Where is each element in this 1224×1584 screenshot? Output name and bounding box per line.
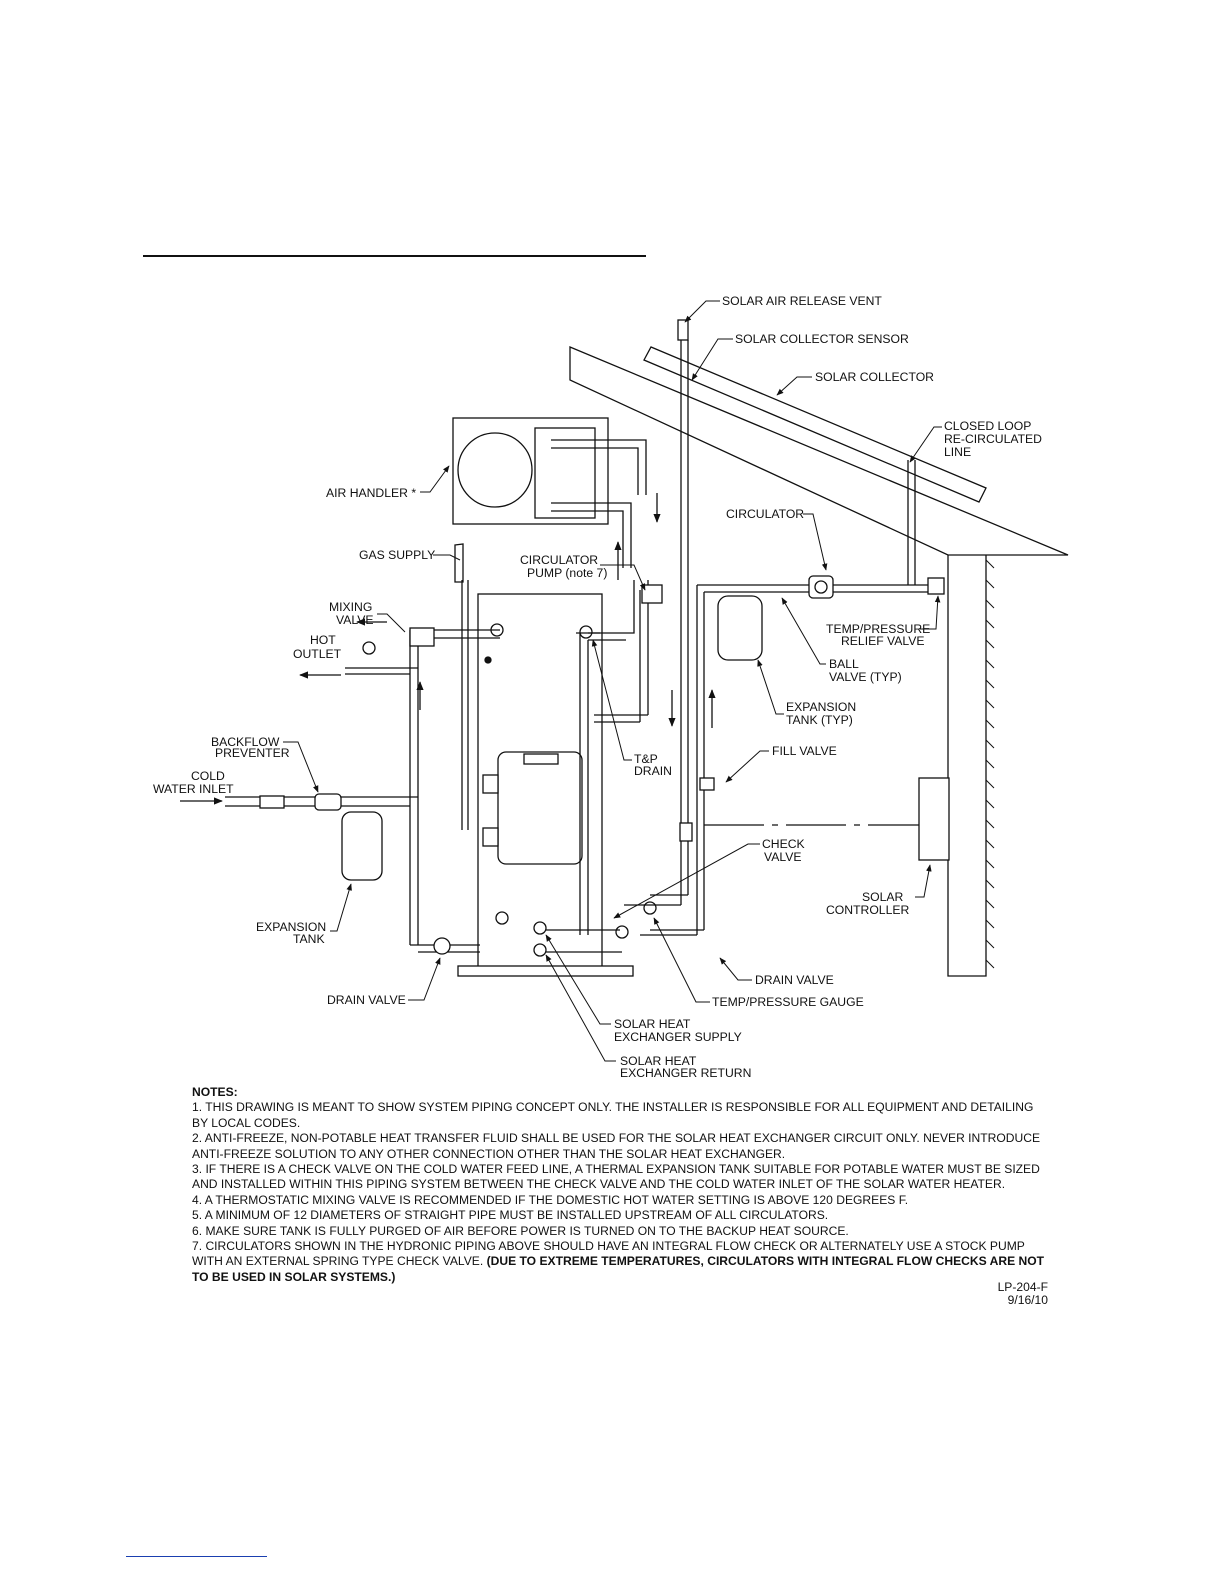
label-air-handler: AIR HANDLER * xyxy=(326,486,416,500)
document-reference: LP-204-F 9/16/10 xyxy=(998,1281,1048,1307)
note-item: 6. MAKE SURE TANK IS FULLY PURGED OF AIR… xyxy=(192,1223,849,1238)
title-rule xyxy=(143,255,646,257)
label-solar-collector: SOLAR COLLECTOR xyxy=(815,370,934,384)
label-circulator: CIRCULATOR xyxy=(726,507,804,521)
doc-code: LP-204-F xyxy=(997,1280,1048,1294)
label-cold-water-inlet-2: WATER INLET xyxy=(153,782,234,796)
label-check-valve-1: CHECK xyxy=(762,837,805,851)
label-solar-controller-2: CONTROLLER xyxy=(826,903,909,917)
leader-lines xyxy=(283,300,942,1062)
label-expansion-tank-2: TANK xyxy=(293,932,325,946)
label-closed-loop-1: CLOSED LOOP xyxy=(944,419,1031,433)
flow-arrows xyxy=(180,493,716,805)
label-expansion-tank-1: EXPANSION xyxy=(256,920,326,934)
label-drain-valve-right: DRAIN VALVE xyxy=(755,973,834,987)
label-backflow-preventer-1: BACKFLOW xyxy=(211,735,280,749)
label-expansion-tank-typ-1: EXPANSION xyxy=(786,700,856,714)
label-circulator-pump-2: PUMP (note 7) xyxy=(527,566,607,580)
label-cold-water-inlet-1: COLD xyxy=(191,769,225,783)
label-ball-valve-2: VALVE (TYP) xyxy=(829,670,902,684)
label-tp-drain-2: DRAIN xyxy=(634,764,672,778)
doc-date: 9/16/10 xyxy=(1007,1293,1048,1307)
label-temp-pressure-relief-2: RELIEF VALVE xyxy=(841,634,925,648)
label-solar-collector-sensor: SOLAR COLLECTOR SENSOR xyxy=(735,332,909,346)
note-item: 5. A MINIMUM OF 12 DIAMETERS OF STRAIGHT… xyxy=(192,1208,829,1223)
label-solar-controller-1: SOLAR xyxy=(862,890,904,904)
label-gas-supply: GAS SUPPLY xyxy=(359,548,435,562)
label-ball-valve-1: BALL xyxy=(829,657,859,671)
label-fill-valve: FILL VALVE xyxy=(772,744,837,758)
note-7-bold: (DUE TO EXTREME TEMPERATURES, CIRCULATOR… xyxy=(192,1254,1045,1284)
note-item: 1. THIS DRAWING IS MEANT TO SHOW SYSTEM … xyxy=(192,1100,1034,1130)
label-backflow-preventer-2: PREVENTER xyxy=(215,746,290,760)
note-7-text: 7. CIRCULATORS SHOWN IN THE HYDRONIC PIP… xyxy=(192,1239,1025,1269)
label-drain-valve-left: DRAIN VALVE xyxy=(327,993,406,1007)
domestic-piping xyxy=(225,543,663,957)
note-item: 4. A THERMOSTATIC MIXING VALVE IS RECOMM… xyxy=(192,1192,909,1207)
diagram-labels: SOLAR AIR RELEASE VENT SOLAR COLLECTOR S… xyxy=(153,294,1042,1080)
notes-block: NOTES: 1. THIS DRAWING IS MEANT TO SHOW … xyxy=(192,1085,1052,1285)
solar-piping xyxy=(624,319,950,936)
roof-and-wall xyxy=(569,346,1069,977)
label-circulator-pump-1: CIRCULATOR xyxy=(520,553,598,567)
label-hx-return-2: EXCHANGER RETURN xyxy=(620,1066,751,1080)
note-item-7: 7. CIRCULATORS SHOWN IN THE HYDRONIC PIP… xyxy=(192,1239,1052,1285)
label-mixing-valve-1: MIXING xyxy=(329,600,372,614)
label-temp-pressure-gauge: TEMP/PRESSURE GAUGE xyxy=(712,995,864,1009)
air-handler xyxy=(452,417,647,568)
note-item: 2. ANTI-FREEZE, NON-POTABLE HEAT TRANSFE… xyxy=(192,1131,1041,1161)
wall-hatching xyxy=(985,559,995,969)
label-solar-air-release-vent: SOLAR AIR RELEASE VENT xyxy=(722,294,882,308)
label-closed-loop-3: LINE xyxy=(944,445,971,459)
label-temp-pressure-relief-1: TEMP/PRESSURE xyxy=(826,622,930,636)
water-heater xyxy=(457,593,634,977)
label-tp-drain-1: T&P xyxy=(634,752,658,766)
label-hot-outlet-1: HOT xyxy=(310,633,336,647)
notes-heading: NOTES: xyxy=(192,1085,238,1099)
footnote-rule xyxy=(126,1556,267,1557)
label-check-valve-2: VALVE xyxy=(764,850,801,864)
label-hx-supply-2: EXCHANGER SUPPLY xyxy=(614,1030,742,1044)
solar-collector-panel xyxy=(643,346,987,503)
label-mixing-valve-2: VALVE xyxy=(336,613,373,627)
label-expansion-tank-typ-2: TANK (TYP) xyxy=(786,713,853,727)
label-hx-supply-1: SOLAR HEAT xyxy=(614,1017,691,1031)
note-item: 3. IF THERE IS A CHECK VALVE ON THE COLD… xyxy=(192,1162,1040,1192)
label-closed-loop-2: RE-CIRCULATED xyxy=(944,432,1042,446)
label-hot-outlet-2: OUTLET xyxy=(293,647,342,661)
label-hx-return-1: SOLAR HEAT xyxy=(620,1054,697,1068)
